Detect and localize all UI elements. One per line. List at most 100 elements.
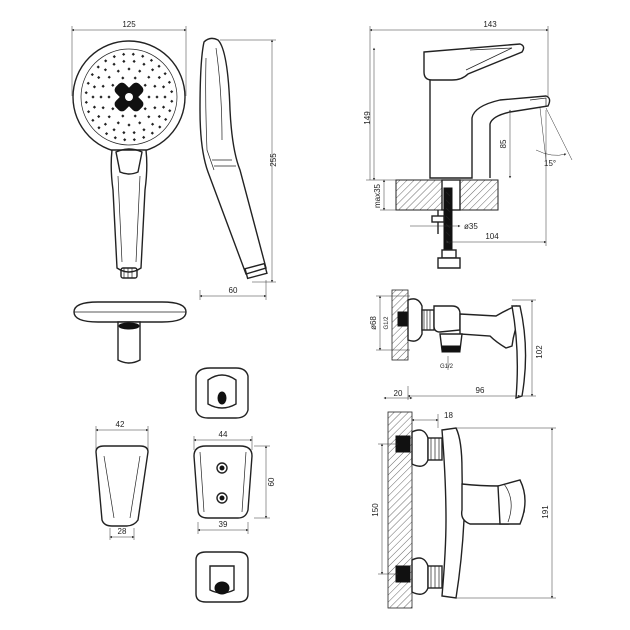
nozzle	[168, 109, 172, 113]
dim-max-thickness: max35	[373, 183, 382, 208]
nozzle	[170, 99, 174, 103]
nozzle	[163, 95, 167, 99]
nozzle	[147, 75, 151, 79]
nozzle	[101, 84, 105, 88]
dim-bracket-base: 39	[219, 520, 228, 529]
nozzle	[107, 95, 111, 99]
nozzle	[111, 83, 115, 87]
nozzle	[91, 118, 95, 122]
nozzle	[138, 69, 142, 73]
dim-bath-offset: 18	[444, 411, 453, 420]
nozzle	[103, 122, 108, 126]
nozzle	[164, 117, 168, 122]
dim-basin-angle: 15°	[544, 159, 556, 168]
nozzle	[142, 128, 146, 132]
dim-basin-height: 149	[363, 111, 372, 125]
nozzle	[97, 114, 101, 119]
nozzle	[112, 128, 116, 132]
nozzle	[127, 67, 131, 71]
holder-front-view: 44 60 39	[193, 430, 276, 534]
nozzle	[143, 107, 147, 111]
nozzle	[149, 58, 154, 62]
dim-shower-reach: 96	[476, 386, 485, 395]
nozzle	[142, 62, 146, 66]
nozzle	[150, 131, 154, 135]
nozzle	[121, 76, 125, 80]
dim-profile-depth: 60	[229, 286, 238, 295]
nozzle	[84, 91, 88, 95]
nozzle	[133, 76, 137, 80]
nozzle	[143, 83, 147, 87]
dim-head-width: 125	[122, 20, 136, 29]
nozzle	[86, 81, 90, 85]
nozzle	[112, 54, 116, 59]
bath-mixer: 20 18 150 191	[371, 389, 556, 609]
nozzle	[86, 110, 91, 114]
nozzle	[132, 131, 136, 135]
nozzle	[123, 138, 127, 142]
nozzle	[131, 52, 135, 56]
nozzle	[150, 68, 155, 72]
nozzle	[90, 72, 94, 77]
nozzle	[91, 95, 95, 99]
hand-shower-front: 125	[71, 20, 187, 279]
nozzle	[157, 114, 161, 119]
dim-basin-hole: ø35	[464, 222, 478, 231]
dim-holder-top: 42	[116, 420, 125, 429]
nozzle	[121, 114, 125, 118]
nozzle	[127, 123, 131, 127]
nozzle	[147, 95, 151, 99]
nozzle	[97, 75, 101, 80]
dim-shower-height: 102	[535, 345, 544, 359]
nozzle	[133, 114, 137, 118]
basin-mixer: 143 15° 149 85 max35 ø35 104	[363, 20, 573, 269]
nozzle	[167, 80, 172, 84]
nozzle	[111, 107, 115, 111]
center-cross-icon	[114, 82, 144, 112]
nozzle	[138, 121, 142, 125]
dim-bath-wall: 20	[394, 389, 403, 398]
nozzle	[104, 132, 109, 136]
dim-spout-height: 85	[499, 139, 508, 148]
nozzle	[101, 106, 105, 110]
nozzle	[161, 85, 166, 89]
nozzle	[142, 135, 146, 140]
dim-thread-lower: G1/2	[440, 364, 454, 370]
nozzle	[157, 64, 161, 68]
nozzle	[141, 54, 145, 58]
nozzle	[122, 52, 126, 56]
dim-basin-reach: 104	[485, 232, 499, 241]
nozzle	[104, 59, 108, 63]
nozzle	[97, 126, 101, 130]
nozzle	[153, 106, 157, 110]
nozzle	[170, 90, 174, 94]
holder-top-view	[195, 367, 249, 419]
nozzle	[116, 121, 120, 125]
dim-rosette: ø68	[369, 316, 378, 330]
shower-mixer: ø68 G1/2 G1/2 102 96	[369, 289, 544, 400]
nozzle	[92, 105, 97, 109]
holder-side-view: 42 28	[95, 420, 149, 540]
nozzle	[92, 85, 97, 89]
nozzle	[132, 59, 136, 63]
nozzle	[155, 95, 159, 99]
nozzle	[107, 75, 111, 79]
dim-holder-bottom: 28	[118, 527, 127, 536]
dim-bath-centers: 150	[371, 503, 380, 517]
dim-bath-height: 191	[541, 505, 550, 519]
nozzle	[161, 105, 166, 109]
nozzle	[153, 84, 157, 88]
holder-bottom-view	[195, 551, 249, 603]
nozzle	[122, 131, 126, 135]
nozzle	[96, 65, 100, 69]
nozzle-pattern	[84, 52, 174, 142]
dim-basin-width: 143	[483, 20, 497, 29]
dim-bracket-width: 44	[219, 430, 228, 439]
hand-shower-top	[73, 301, 187, 364]
nozzle	[99, 95, 103, 99]
nozzle	[150, 122, 155, 126]
nozzle	[113, 136, 117, 140]
nozzle	[157, 75, 161, 80]
nozzle	[107, 115, 111, 119]
